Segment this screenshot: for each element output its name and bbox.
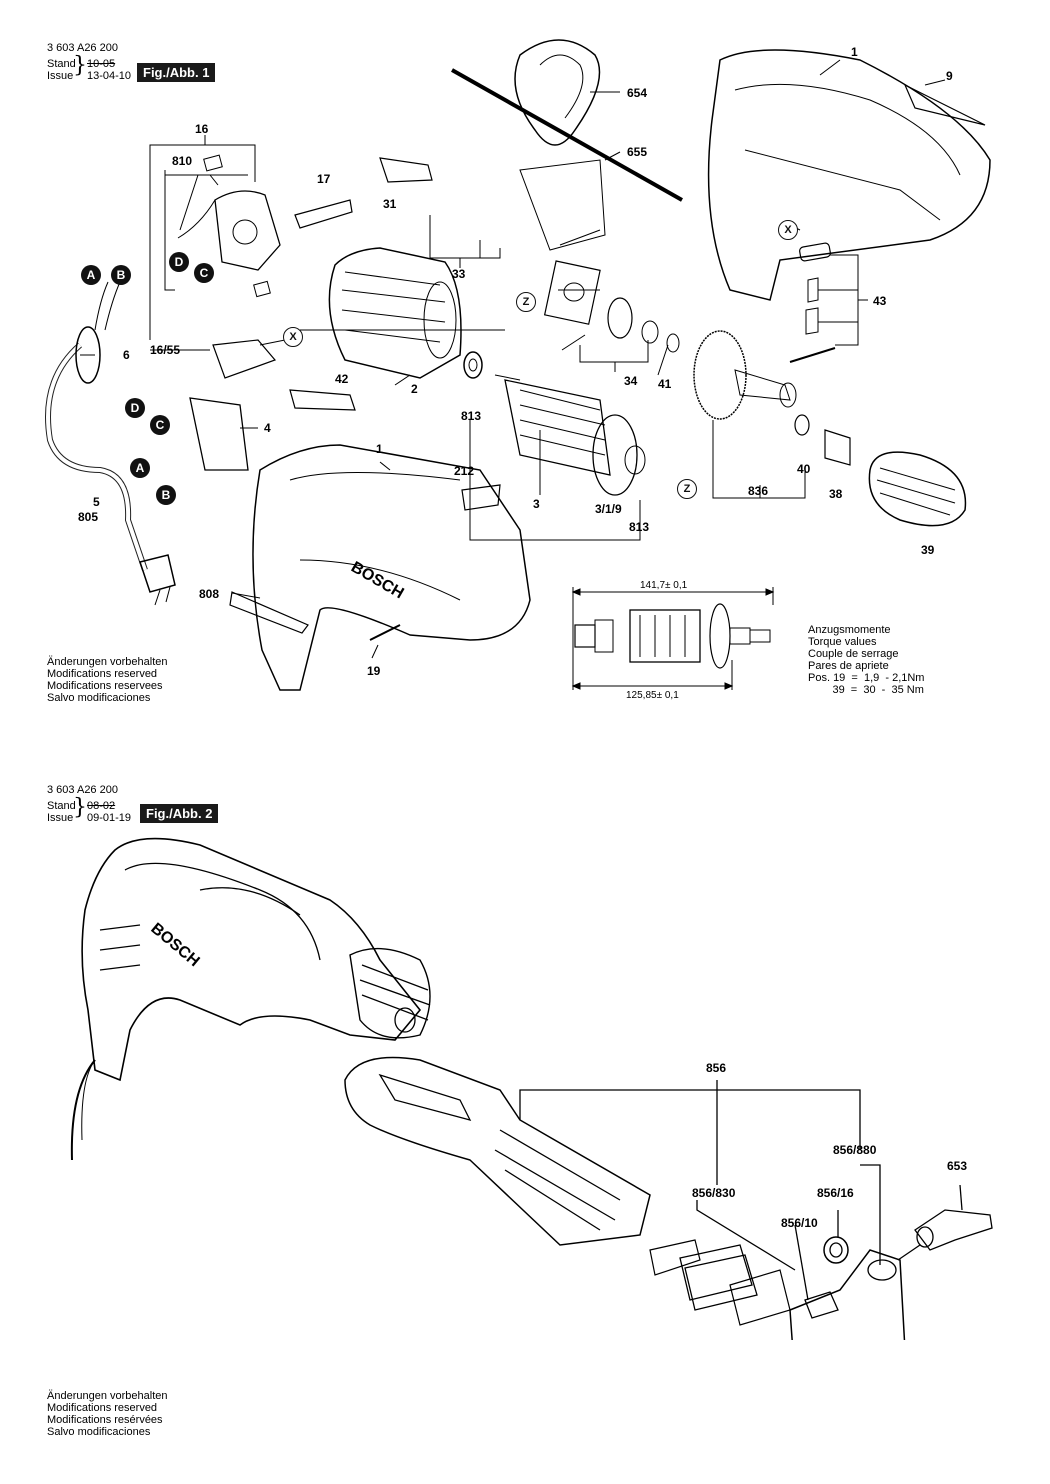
disclaimer-line: Modifications reserved [47,668,158,680]
part-label: 808 [199,587,220,601]
part-label: 16 [195,122,209,136]
stand-date: 08-02 [87,800,116,812]
stand-label: Stand [47,800,76,812]
part-label: 1 [376,442,383,456]
part-label: 810 [172,154,193,168]
part-label: 42 [335,372,349,386]
torque-line: Pos. 19 = 1,9 - 2,1Nm [808,672,925,684]
part-label: 805 [78,510,99,524]
part-label: 41 [658,377,672,391]
connector-c-badge: C [150,415,170,435]
part-label: 16/55 [150,343,181,357]
disclaimer-line: Salvo modificaciones [47,692,151,704]
part-label: 31 [383,197,397,211]
part-label: 33 [452,267,466,281]
connector-b-badge: B [111,265,131,285]
part-label: 38 [829,487,843,501]
disclaimer-line: Änderungen vorbehalten [47,1390,168,1402]
part-label: 653 [947,1159,968,1173]
connector-a-badge: A [81,265,101,285]
disclaimer-line: Modifications reserved [47,1402,158,1414]
torque-table: Anzugsmomente Torque values Couple de se… [808,624,924,696]
torque-line: Pares de apriete [808,660,889,672]
dimension-inner: 125,85± 0,1 [626,690,679,701]
housing-brand-text: BOSCH [348,559,407,603]
part-label: 3 [533,497,540,511]
part-label: 9 [946,69,953,83]
stand-date: 10-05 [87,58,116,70]
part-label: 655 [627,145,648,159]
part-label: 856/16 [817,1186,854,1200]
part-label: 654 [627,86,648,100]
part-label: 856/880 [833,1143,877,1157]
part-label: 856 [706,1061,727,1075]
housing-brand-text: BOSCH [147,920,202,970]
connector-d-badge: D [169,252,189,272]
part-label: 2 [411,382,418,396]
exploded-view-fig1: BOSCH [45,39,991,691]
part-label: 34 [624,374,638,388]
brace: } [73,53,87,78]
part-label: 6 [123,348,130,362]
torque-line: Couple de serrage [808,648,899,660]
disclaimer-line: Modifications reservees [47,680,163,692]
part-label: 836 [748,484,769,498]
connector-b-badge: B [156,485,176,505]
exploded-view-fig2: BOSCH [70,837,993,1340]
part-label: 5 [93,495,100,509]
stand-label: Stand [47,58,76,70]
part-label: 813 [629,520,650,534]
disclaimer-line: Modifications resérvées [47,1414,163,1426]
part-label: 19 [367,664,381,678]
part-label: 813 [461,409,482,423]
callout-x: X [283,327,303,347]
torque-line: 39 = 30 - 35 Nm [808,684,924,696]
callout-x: X [778,220,798,240]
torque-line: Anzugsmomente [808,624,891,636]
callout-z: Z [677,479,697,499]
part-label: 43 [873,294,887,308]
part-label: 212 [454,464,475,478]
dimension-overall: 141,7± 0,1 [640,580,688,591]
connector-c-badge: C [194,263,214,283]
part-label: 856/10 [781,1216,818,1230]
issue-date: 13-04-10 [87,70,132,82]
connector-a-badge: A [130,458,150,478]
part-label: 856/830 [692,1186,736,1200]
part-label: 40 [797,462,811,476]
figure-label: Fig./Abb. 1 [137,63,216,82]
part-label: 17 [317,172,331,186]
torque-line: Torque values [808,636,877,648]
disclaimer-line: Salvo modificaciones [47,1426,151,1438]
issue-date: 09-01-19 [87,812,132,824]
brace: } [73,795,87,820]
issue-label: Issue [47,70,74,82]
part-label: 1 [851,45,858,59]
part-label: 3/1/9 [595,502,622,516]
connector-d-badge: D [125,398,145,418]
callout-z: Z [516,292,536,312]
disclaimer-line: Änderungen vorbehalten [47,656,168,668]
part-label: 4 [264,421,271,435]
issue-label: Issue [47,812,74,824]
doc-number: 3 603 A26 200 [47,784,118,796]
doc-number: 3 603 A26 200 [47,42,118,54]
figure-label: Fig./Abb. 2 [140,804,219,823]
part-label: 39 [921,543,935,557]
